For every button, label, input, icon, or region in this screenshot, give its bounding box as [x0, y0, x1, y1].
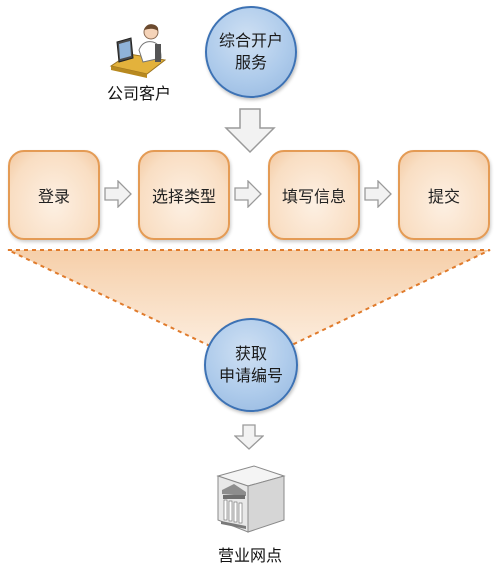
person-at-computer-icon: [109, 24, 167, 78]
client-label: 公司客户: [106, 84, 171, 103]
step-fill-info: 填写信息: [268, 150, 360, 240]
step-label: 填写信息: [281, 187, 346, 206]
obtain-application-number-node: 获取 申请编号: [204, 318, 298, 412]
step-login: 登录: [8, 150, 100, 240]
step-select-type: 选择类型: [138, 150, 230, 240]
step-label: 提交: [427, 187, 460, 206]
down-arrow-icon: [224, 108, 276, 154]
step-label: 登录: [37, 187, 70, 206]
right-arrow-icon: [234, 180, 262, 208]
step-submit: 提交: [398, 150, 490, 240]
right-arrow-icon: [104, 180, 132, 208]
service-line1: 综合开户: [218, 31, 283, 50]
result-line1: 获取: [234, 344, 267, 363]
right-arrow-icon: [364, 180, 392, 208]
down-arrow-icon: [234, 424, 264, 450]
bank-building-icon: [216, 465, 286, 533]
integrated-account-service-node: 综合开户 服务: [205, 6, 297, 98]
result-line2: 申请编号: [218, 366, 283, 385]
branch-label: 营业网点: [217, 546, 282, 565]
service-line2: 服务: [234, 53, 267, 72]
step-label: 选择类型: [151, 187, 216, 206]
